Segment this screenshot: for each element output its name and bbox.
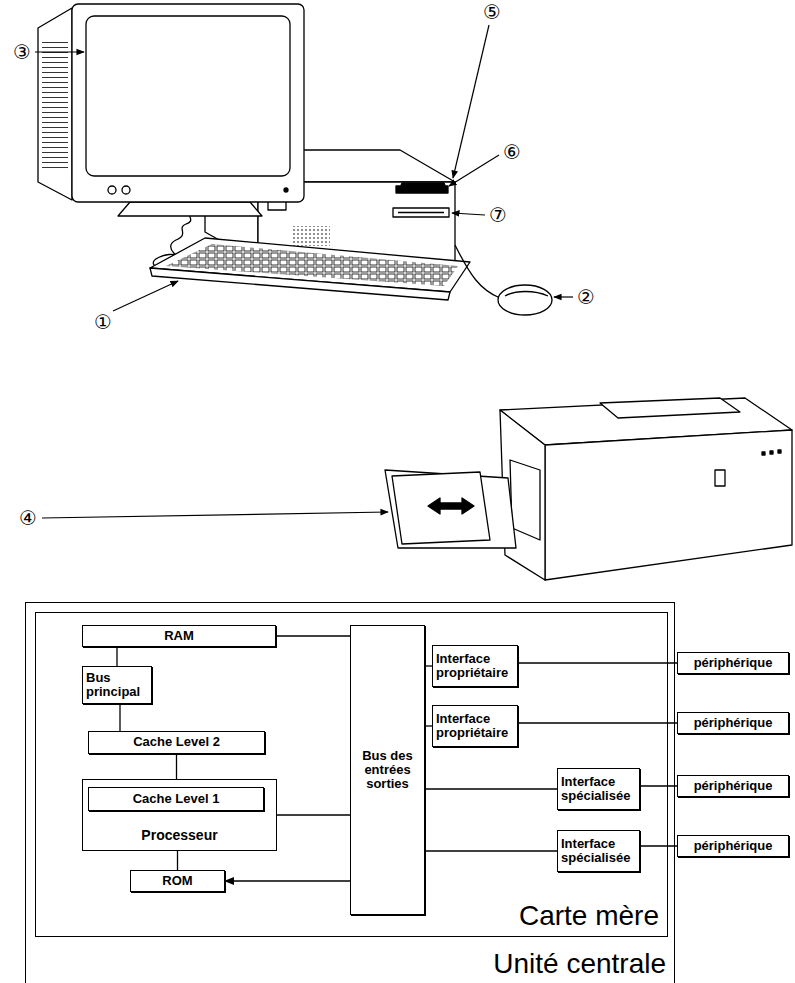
callout-number: ① xyxy=(94,312,112,332)
interface-box: Interface spécialisée xyxy=(557,768,640,810)
box-label: Bus des entrées sorties xyxy=(354,749,421,792)
connector-line xyxy=(425,850,557,851)
callout-number: ② xyxy=(577,287,595,307)
connector-line xyxy=(425,665,432,666)
callout-number: ⑦ xyxy=(489,205,507,225)
connector-line xyxy=(518,662,677,663)
leader-lines xyxy=(35,25,573,518)
box-label: Carte mère xyxy=(519,901,659,932)
peripheral-box: périphérique xyxy=(677,835,789,857)
box-label: Interface spécialisée xyxy=(561,837,636,866)
box-label: Interface propriétaire xyxy=(436,652,514,681)
cache-box: Cache Level 1 xyxy=(88,787,264,811)
box-label: Interface propriétaire xyxy=(436,712,514,741)
peripheral-box: périphérique xyxy=(677,775,789,797)
callout-number: ⑥ xyxy=(503,142,521,162)
monitor-screen xyxy=(86,16,290,176)
connector-line xyxy=(640,845,677,846)
connector-line xyxy=(119,704,120,731)
peripheral-box: périphérique xyxy=(677,652,789,674)
box-label: Cache Level 1 xyxy=(92,792,260,806)
connector-line xyxy=(518,722,677,723)
box-label: périphérique xyxy=(681,779,785,793)
connector-line xyxy=(425,788,557,789)
callout-number: ⑤ xyxy=(483,2,501,22)
connector-line xyxy=(177,851,178,870)
paper-tray xyxy=(385,470,516,548)
box-label: Bus principal xyxy=(86,671,148,700)
box-label: RAM xyxy=(86,629,272,643)
processor-box: Cache Level 1 Processeur xyxy=(82,779,277,851)
connector-line xyxy=(425,725,432,726)
connector-line xyxy=(225,880,350,881)
callout-number: ④ xyxy=(19,508,37,528)
mouse xyxy=(498,285,552,315)
connector-line xyxy=(640,785,677,786)
box-label: périphérique xyxy=(681,716,785,730)
callout-number: ③ xyxy=(13,42,31,62)
cd-drive xyxy=(393,208,449,217)
motherboard: RAM Bus principalCache Level 2 Cache Level… xyxy=(35,612,668,937)
box-label: Cache Level 2 xyxy=(92,735,261,749)
bus-box: Bus principal xyxy=(82,666,152,704)
connector-line xyxy=(277,814,350,815)
connector-line xyxy=(116,647,117,666)
monitor-bezel xyxy=(72,4,304,202)
bus-box: Bus des entrées sorties xyxy=(350,625,425,915)
box-label: Unité centrale xyxy=(493,949,666,980)
computer-illustration xyxy=(0,0,795,600)
central-unit: RAM Bus principalCache Level 2 Cache Level… xyxy=(25,602,675,983)
box-label: ROM xyxy=(134,874,221,888)
monitor-back xyxy=(38,8,72,200)
memory-box: RAM xyxy=(82,625,276,647)
peripheral-box: périphérique xyxy=(677,712,789,734)
interface-box: Interface propriétaire xyxy=(432,645,518,687)
box-label: Interface spécialisée xyxy=(561,775,636,804)
interface-box: Interface propriétaire xyxy=(432,705,518,747)
printer-side xyxy=(545,430,792,580)
connector-line xyxy=(176,754,177,779)
connector-line xyxy=(276,635,350,636)
box-label: Processeur xyxy=(83,828,276,843)
interface-box: Interface spécialisée xyxy=(557,830,640,872)
box-label: périphérique xyxy=(681,656,785,670)
cache-box: Cache Level 2 xyxy=(88,731,265,754)
box-label: périphérique xyxy=(681,839,785,853)
memory-box: ROM xyxy=(130,870,225,892)
